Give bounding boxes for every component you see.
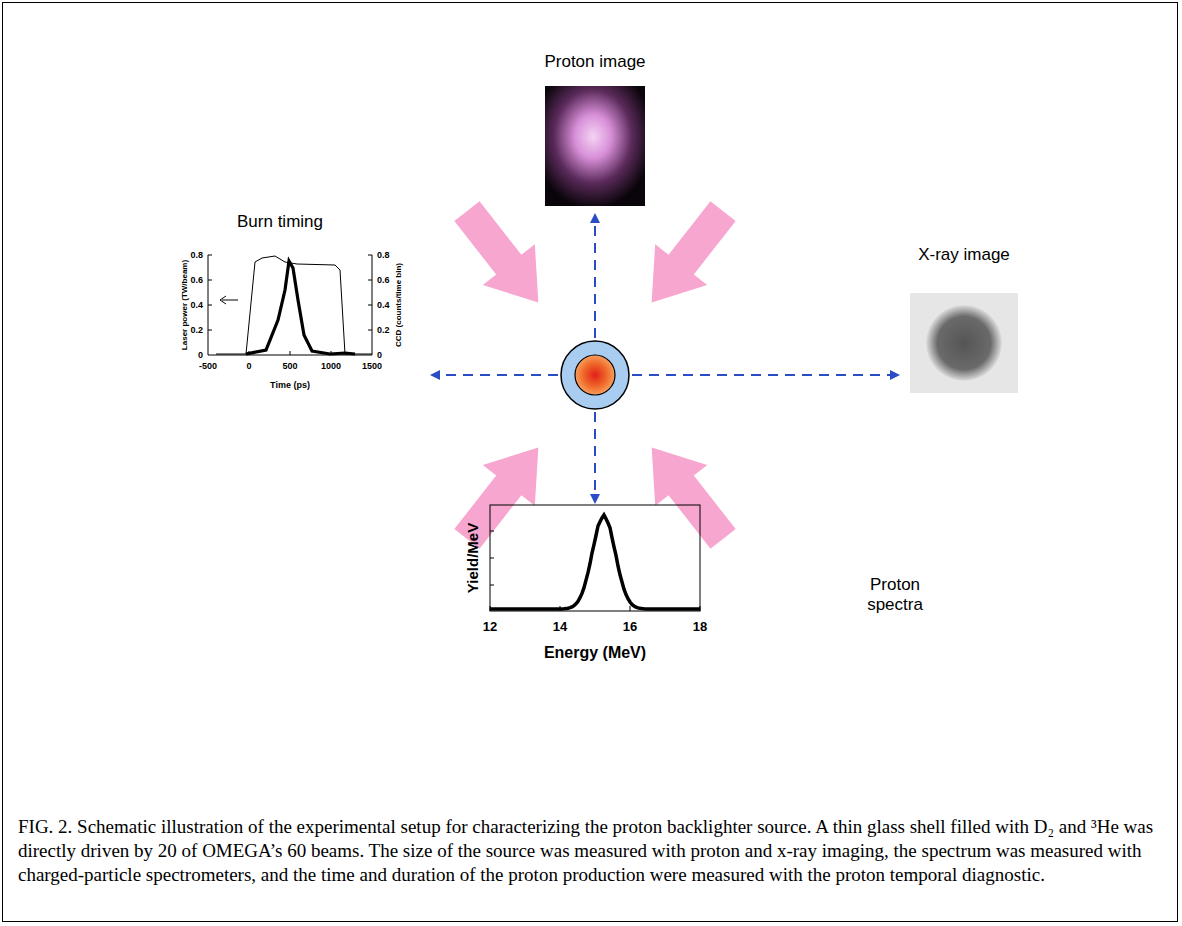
axis-title: Yield/MeV: [464, 523, 481, 593]
figure-caption: FIG. 2. Schematic illustration of the ex…: [18, 815, 1163, 887]
panel-heading: X-ray image: [884, 245, 1044, 265]
axis-title: Laser power (TW/beam): [180, 260, 189, 350]
tick-label: 0.6: [377, 275, 390, 285]
tick-label: 0.4: [190, 300, 203, 310]
image-panel: Burn timing: [200, 212, 360, 232]
panel-heading: Proton spectra: [852, 575, 938, 614]
tick-label: 12: [483, 619, 497, 634]
tick-label: 0.8: [377, 250, 390, 260]
axis-title: Time (ps): [270, 380, 310, 390]
tick-label: 0: [246, 361, 251, 371]
panel-heading: Proton image: [495, 52, 695, 72]
tick-label: -500: [199, 361, 217, 371]
tick-label: 500: [282, 361, 297, 371]
tick-label: 1500: [362, 361, 382, 371]
axis-title: CCD (counts/time bin): [394, 263, 403, 347]
tick-label: 0.2: [190, 325, 203, 335]
image-panel: X-ray image: [884, 245, 1044, 265]
tick-label: 16: [623, 619, 637, 634]
tick-label: 0.6: [190, 275, 203, 285]
tick-label: 0.4: [377, 300, 390, 310]
tick-label: 0: [198, 350, 203, 360]
tick-label: 18: [693, 619, 707, 634]
tick-label: 0.2: [377, 325, 390, 335]
tick-label: 0.8: [190, 250, 203, 260]
image-panel: Proton spectra: [852, 575, 938, 614]
tick-label: 1000: [321, 361, 341, 371]
tick-label: 0: [377, 350, 382, 360]
image-panel: Proton image: [495, 52, 695, 72]
axis-title: Energy (MeV): [544, 644, 646, 662]
panel-heading: Burn timing: [200, 212, 360, 232]
tick-label: 14: [553, 619, 567, 634]
